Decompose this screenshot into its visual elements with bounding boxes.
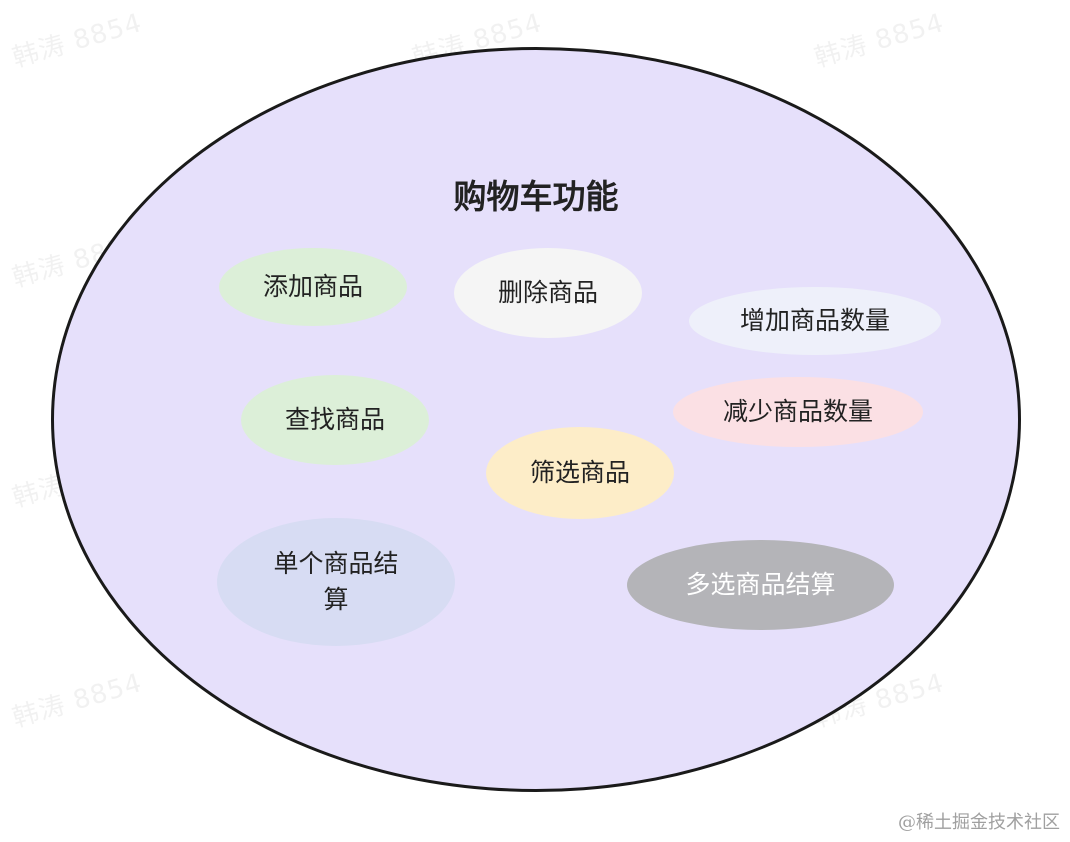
node-label: 添加商品 [262,271,363,301]
node-label: 查找商品 [284,404,385,434]
node-label: 筛选商品 [529,457,630,487]
node-increase-quantity: 增加商品数量 [689,287,941,355]
watermark-text: 韩涛 8854 [811,8,948,74]
node-label: 减少商品数量 [722,396,873,426]
watermark-text: 韩涛 8854 [9,8,146,74]
node-delete-item: 删除商品 [454,248,642,338]
watermark-text: 韩涛 8854 [9,668,146,734]
node-single-checkout: 单个商品结算 [217,518,455,646]
node-label: 增加商品数量 [739,305,890,335]
node-label: 删除商品 [497,277,598,307]
node-filter-item: 筛选商品 [486,427,674,519]
node-multi-checkout: 多选商品结算 [627,540,894,630]
node-decrease-quantity: 减少商品数量 [673,377,923,447]
node-label: 单个商品结算 [273,548,399,614]
footer-credit: @稀土掘金技术社区 [898,812,1060,833]
node-label: 多选商品结算 [685,569,836,599]
node-add-item: 添加商品 [219,248,407,326]
diagram-title: 购物车功能 [453,177,619,216]
node-search-item: 查找商品 [241,375,429,465]
